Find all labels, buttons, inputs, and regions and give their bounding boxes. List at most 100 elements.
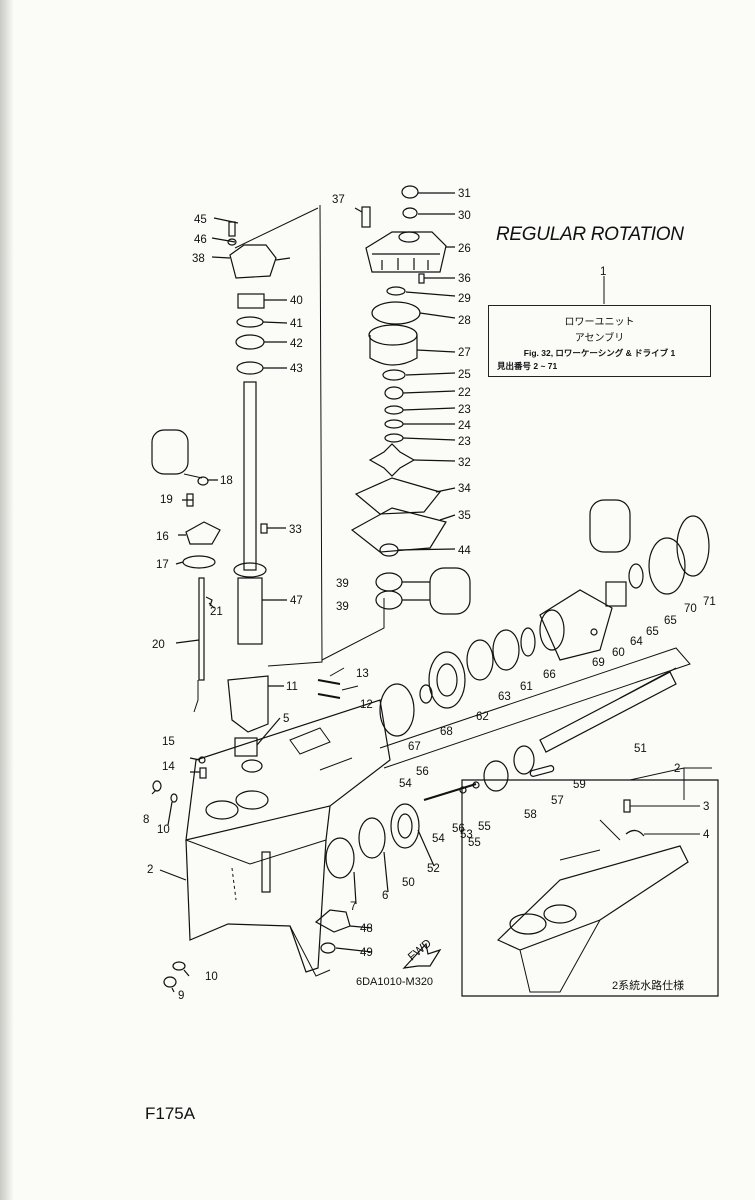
part-label-42: 42 — [290, 338, 303, 350]
lower-casing — [151, 667, 391, 993]
part-59-spring — [513, 745, 535, 775]
part-label-71: 71 — [703, 596, 716, 608]
assembly-info-box: ロワーユニット アセンブリ Fig. 32, ロワーケーシング & ドライブ 1… — [488, 305, 711, 377]
inset-part-4-clip — [625, 829, 645, 837]
part-label-26: 26 — [458, 243, 471, 255]
part-label-41: 41 — [290, 318, 303, 330]
part-67-ring — [379, 683, 415, 737]
part-label-27: 27 — [458, 347, 471, 359]
part-66-ring — [520, 627, 536, 657]
part-label-56b: 56 — [452, 823, 465, 835]
assembly-ref-number: 1 — [600, 266, 606, 278]
part-17-ring — [182, 555, 216, 569]
casing-top-deck — [185, 699, 391, 841]
part-58-clutch — [483, 760, 509, 792]
part-label-4: 4 — [703, 829, 710, 841]
inset-panel — [461, 767, 719, 997]
assembly-name-line2: アセンブリ — [574, 333, 625, 344]
detail-callout-GF — [589, 499, 631, 553]
part-label-34: 34 — [458, 483, 471, 495]
part-7-shim — [325, 837, 355, 879]
part-49-nut — [320, 942, 336, 954]
part-54-plunger — [423, 783, 477, 801]
part-47-drive-shaft — [243, 381, 257, 571]
part-label-31: 31 — [458, 188, 471, 200]
part-label-48: 48 — [360, 923, 373, 935]
part-label-19: 19 — [160, 494, 173, 506]
part-label-6: 6 — [382, 890, 388, 902]
part-label-54a: 54 — [399, 778, 412, 790]
forward-gear-group — [314, 803, 442, 969]
casing-lower-body — [185, 805, 331, 973]
assembly-name-line1: ロワーユニット — [564, 317, 635, 328]
figure-reference: Fig. 32, ロワーケーシング & ドライブ 1 — [523, 348, 676, 358]
part-label-56a: 56 — [416, 766, 429, 778]
part-13-12-keys — [317, 679, 341, 699]
part-20-shift-rod — [198, 577, 205, 681]
part-label-51: 51 — [634, 743, 647, 755]
part-44-shape — [379, 543, 399, 557]
part-32-impeller — [368, 443, 416, 477]
part-label-10a: 10 — [157, 824, 170, 836]
part-label-64: 64 — [630, 636, 643, 648]
part-69-pin — [590, 628, 598, 636]
part-label-15: 15 — [162, 736, 175, 748]
part-65-ring — [628, 563, 644, 589]
part-label-18: 18 — [220, 475, 233, 487]
part-label-67: 67 — [408, 741, 421, 753]
propeller-shaft-line — [379, 499, 710, 801]
drive-shaft-column — [211, 204, 323, 757]
part-40-bearing — [237, 293, 265, 309]
part-label-20: 20 — [152, 639, 165, 651]
part-label-17: 17 — [156, 559, 169, 571]
part-label-12: 12 — [360, 699, 373, 711]
part-22-shape — [384, 386, 404, 400]
part-42-seal — [235, 334, 265, 350]
diagram-title: REGULAR ROTATION — [496, 224, 684, 245]
part-28-plate — [371, 301, 421, 325]
part-36-pin — [418, 273, 425, 284]
part-26-pump-housing — [365, 231, 447, 273]
part-57-pin — [529, 765, 555, 777]
part-label-13: 13 — [356, 668, 369, 680]
part-label-3: 3 — [703, 801, 709, 813]
part-label-47: 47 — [290, 595, 303, 607]
part-25-shape — [382, 369, 406, 381]
part-50-gear — [390, 803, 420, 849]
part-label-25: 25 — [458, 369, 471, 381]
part-label-36: 36 — [458, 273, 471, 285]
part-label-57: 57 — [551, 795, 564, 807]
part-label-32: 32 — [458, 457, 471, 469]
part-label-23b: 23 — [458, 436, 471, 448]
inset-frame — [461, 779, 719, 997]
part-38-housing — [229, 244, 277, 279]
shift-rod-assembly — [151, 429, 221, 713]
part-70-clip — [648, 537, 686, 595]
part-label-30: 30 — [458, 210, 471, 222]
part-label-24: 24 — [458, 420, 471, 432]
part-label-35: 35 — [458, 510, 471, 522]
part-label-43: 43 — [290, 363, 303, 375]
part-label-58: 58 — [524, 809, 537, 821]
part-label-45: 45 — [194, 214, 207, 226]
part-10b-washer — [172, 961, 186, 971]
part-8-screw — [152, 780, 162, 792]
part-11-sleeve — [227, 675, 269, 733]
part-10-washer — [170, 793, 178, 803]
part-label-2a: 2 — [147, 864, 153, 876]
part-16-bracket — [185, 521, 221, 545]
part-label-21: 21 — [210, 606, 223, 618]
part-label-28: 28 — [458, 315, 471, 327]
detail-callout-M — [151, 429, 189, 475]
part-39-bearing-a — [375, 572, 403, 592]
part-48-pinion — [314, 909, 351, 933]
model-name: F175A — [145, 1104, 196, 1123]
part-46-washer — [227, 238, 237, 246]
part-71-ring-nut — [676, 515, 710, 577]
part-label-54b: 54 — [432, 833, 445, 845]
part-60-bearing-housing — [539, 589, 613, 661]
page-scan-edge — [0, 0, 14, 1200]
drawing-code: 6DA1010-M320 — [356, 976, 434, 988]
part-label-70: 70 — [684, 603, 697, 615]
